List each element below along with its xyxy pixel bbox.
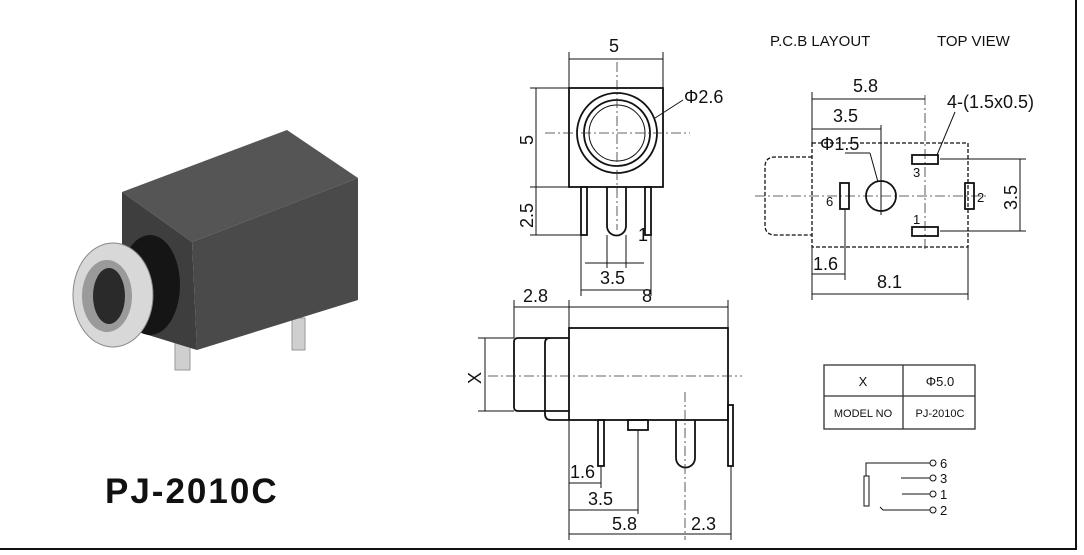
product-label: PJ-2010C bbox=[105, 472, 279, 511]
pcb-dim-5-8: 5.8 bbox=[853, 76, 878, 96]
table-cell-x: X bbox=[859, 374, 868, 389]
schematic-pin-1: 1 bbox=[940, 487, 947, 502]
pad-2 bbox=[964, 182, 975, 210]
pcb-pad-spec: 4-(1.5x0.5) bbox=[947, 92, 1034, 112]
table-cell-diameter: Φ5.0 bbox=[926, 374, 954, 389]
side-dim-x: X bbox=[465, 372, 485, 384]
pcb-pin-6-label: 6 bbox=[826, 194, 833, 209]
side-dim-2-8: 2.8 bbox=[523, 286, 548, 306]
pcb-pin-1-label: 1 bbox=[913, 212, 920, 227]
front-hole-diameter-label: Φ2.6 bbox=[684, 87, 723, 107]
pcb-pin-3-label: 3 bbox=[913, 165, 920, 180]
side-dim-8: 8 bbox=[642, 286, 652, 306]
front-pin-length-label: 2.5 bbox=[517, 203, 537, 228]
schematic-pin-2: 2 bbox=[940, 503, 947, 518]
side-dim-2-3: 2.3 bbox=[691, 514, 716, 534]
pcb-hole-diameter: Φ1.5 bbox=[820, 134, 859, 154]
front-view bbox=[530, 52, 690, 296]
side-view bbox=[478, 300, 742, 540]
schematic-pin-6: 6 bbox=[940, 456, 947, 471]
table-cell-model-no: MODEL NO bbox=[834, 408, 893, 420]
front-height-label: 5 bbox=[517, 135, 537, 145]
front-pin-width-label: 1 bbox=[638, 225, 648, 245]
pad-3 bbox=[911, 154, 939, 165]
pcb-dim-3-5-right: 3.5 bbox=[1001, 185, 1021, 210]
pcb-pin-2-label: 2 bbox=[977, 190, 984, 205]
side-dim-3-5: 3.5 bbox=[588, 489, 613, 509]
product-photo bbox=[72, 130, 358, 371]
table-cell-model: PJ-2010C bbox=[916, 408, 965, 420]
side-dim-1-6: 1.6 bbox=[570, 462, 595, 482]
top-view-title: TOP VIEW bbox=[937, 33, 1011, 50]
front-width-label: 5 bbox=[609, 36, 619, 56]
pcb-layout bbox=[755, 92, 1026, 300]
front-pin-spacing-label: 3.5 bbox=[600, 268, 625, 288]
pad-1 bbox=[911, 226, 939, 237]
pcb-dim-3-5-top: 3.5 bbox=[833, 106, 858, 126]
spec-table bbox=[823, 364, 976, 430]
switch-schematic bbox=[863, 459, 937, 514]
schematic-pin-3: 3 bbox=[940, 471, 947, 486]
pcb-dim-1-6: 1.6 bbox=[813, 254, 838, 274]
pcb-dim-8-1: 8.1 bbox=[877, 272, 902, 292]
side-dim-5-8: 5.8 bbox=[612, 514, 637, 534]
pcb-layout-title: P.C.B LAYOUT bbox=[770, 33, 870, 50]
